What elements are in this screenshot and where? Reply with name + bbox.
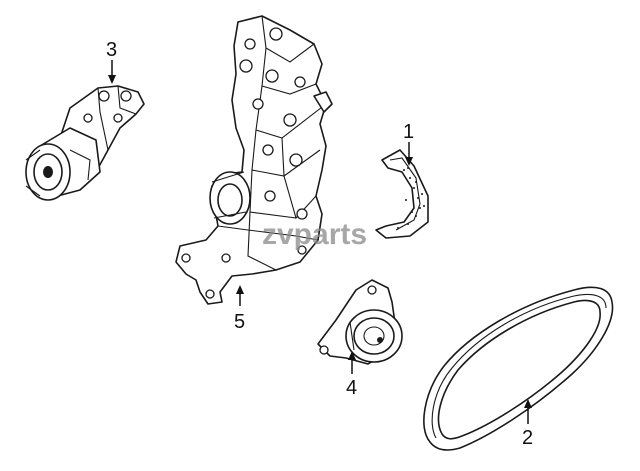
part-4-tensioner-pulley[interactable] [317, 279, 403, 365]
callout-1-label: 1 [403, 121, 414, 143]
callout-2-label: 2 [522, 427, 533, 449]
callout-4: 4 [346, 351, 357, 399]
callout-5-label: 5 [234, 311, 245, 333]
watermark-logo: zvparts [262, 218, 367, 251]
callout-1: 1 [403, 121, 414, 166]
callout-2: 2 [522, 399, 533, 449]
part-3-tensioner-bracket[interactable] [25, 85, 145, 201]
part-5-mounting-bracket[interactable] [175, 15, 333, 305]
callout-4-label: 4 [346, 377, 357, 399]
callout-3: 3 [106, 39, 117, 84]
callout-5: 5 [234, 285, 245, 333]
callout-3-label: 3 [106, 39, 117, 61]
belt-rib-texture [397, 167, 425, 229]
part-1-belt-segment[interactable] [375, 149, 429, 239]
part-2-serpentine-belt[interactable] [423, 286, 614, 451]
